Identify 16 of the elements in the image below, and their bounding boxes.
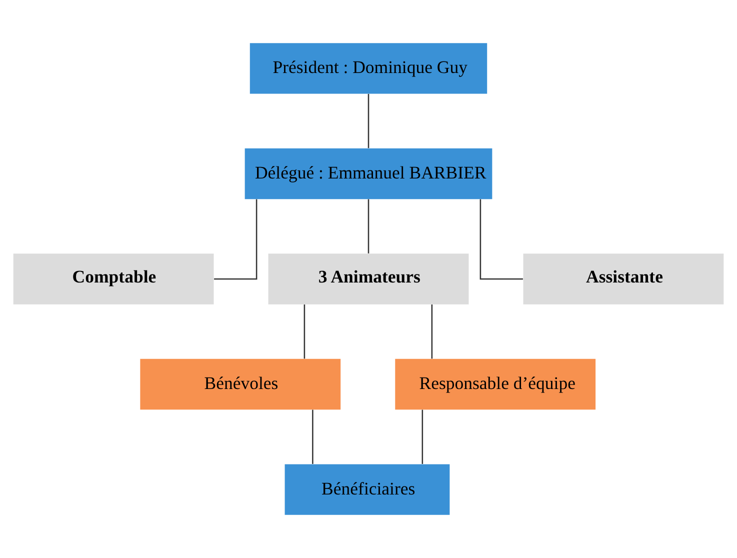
connector	[312, 410, 314, 464]
connector	[422, 410, 424, 464]
connector	[304, 304, 306, 359]
node-box: Responsable d’équipe	[395, 358, 596, 410]
node-box: Délégué : Emmanuel BARBIER	[244, 148, 492, 200]
node-box: Président : Dominique Guy	[250, 43, 488, 94]
connector	[368, 199, 370, 254]
node-box: Comptable	[13, 254, 214, 304]
node-box: 3 Animateurs	[268, 254, 469, 304]
node-box: Bénévoles	[140, 358, 341, 410]
node-box: Assistante	[523, 254, 724, 304]
connector	[368, 94, 370, 148]
connector	[214, 199, 258, 280]
node-box: Bénéficiaires	[284, 464, 450, 515]
connector	[431, 304, 433, 359]
connector	[480, 199, 523, 280]
